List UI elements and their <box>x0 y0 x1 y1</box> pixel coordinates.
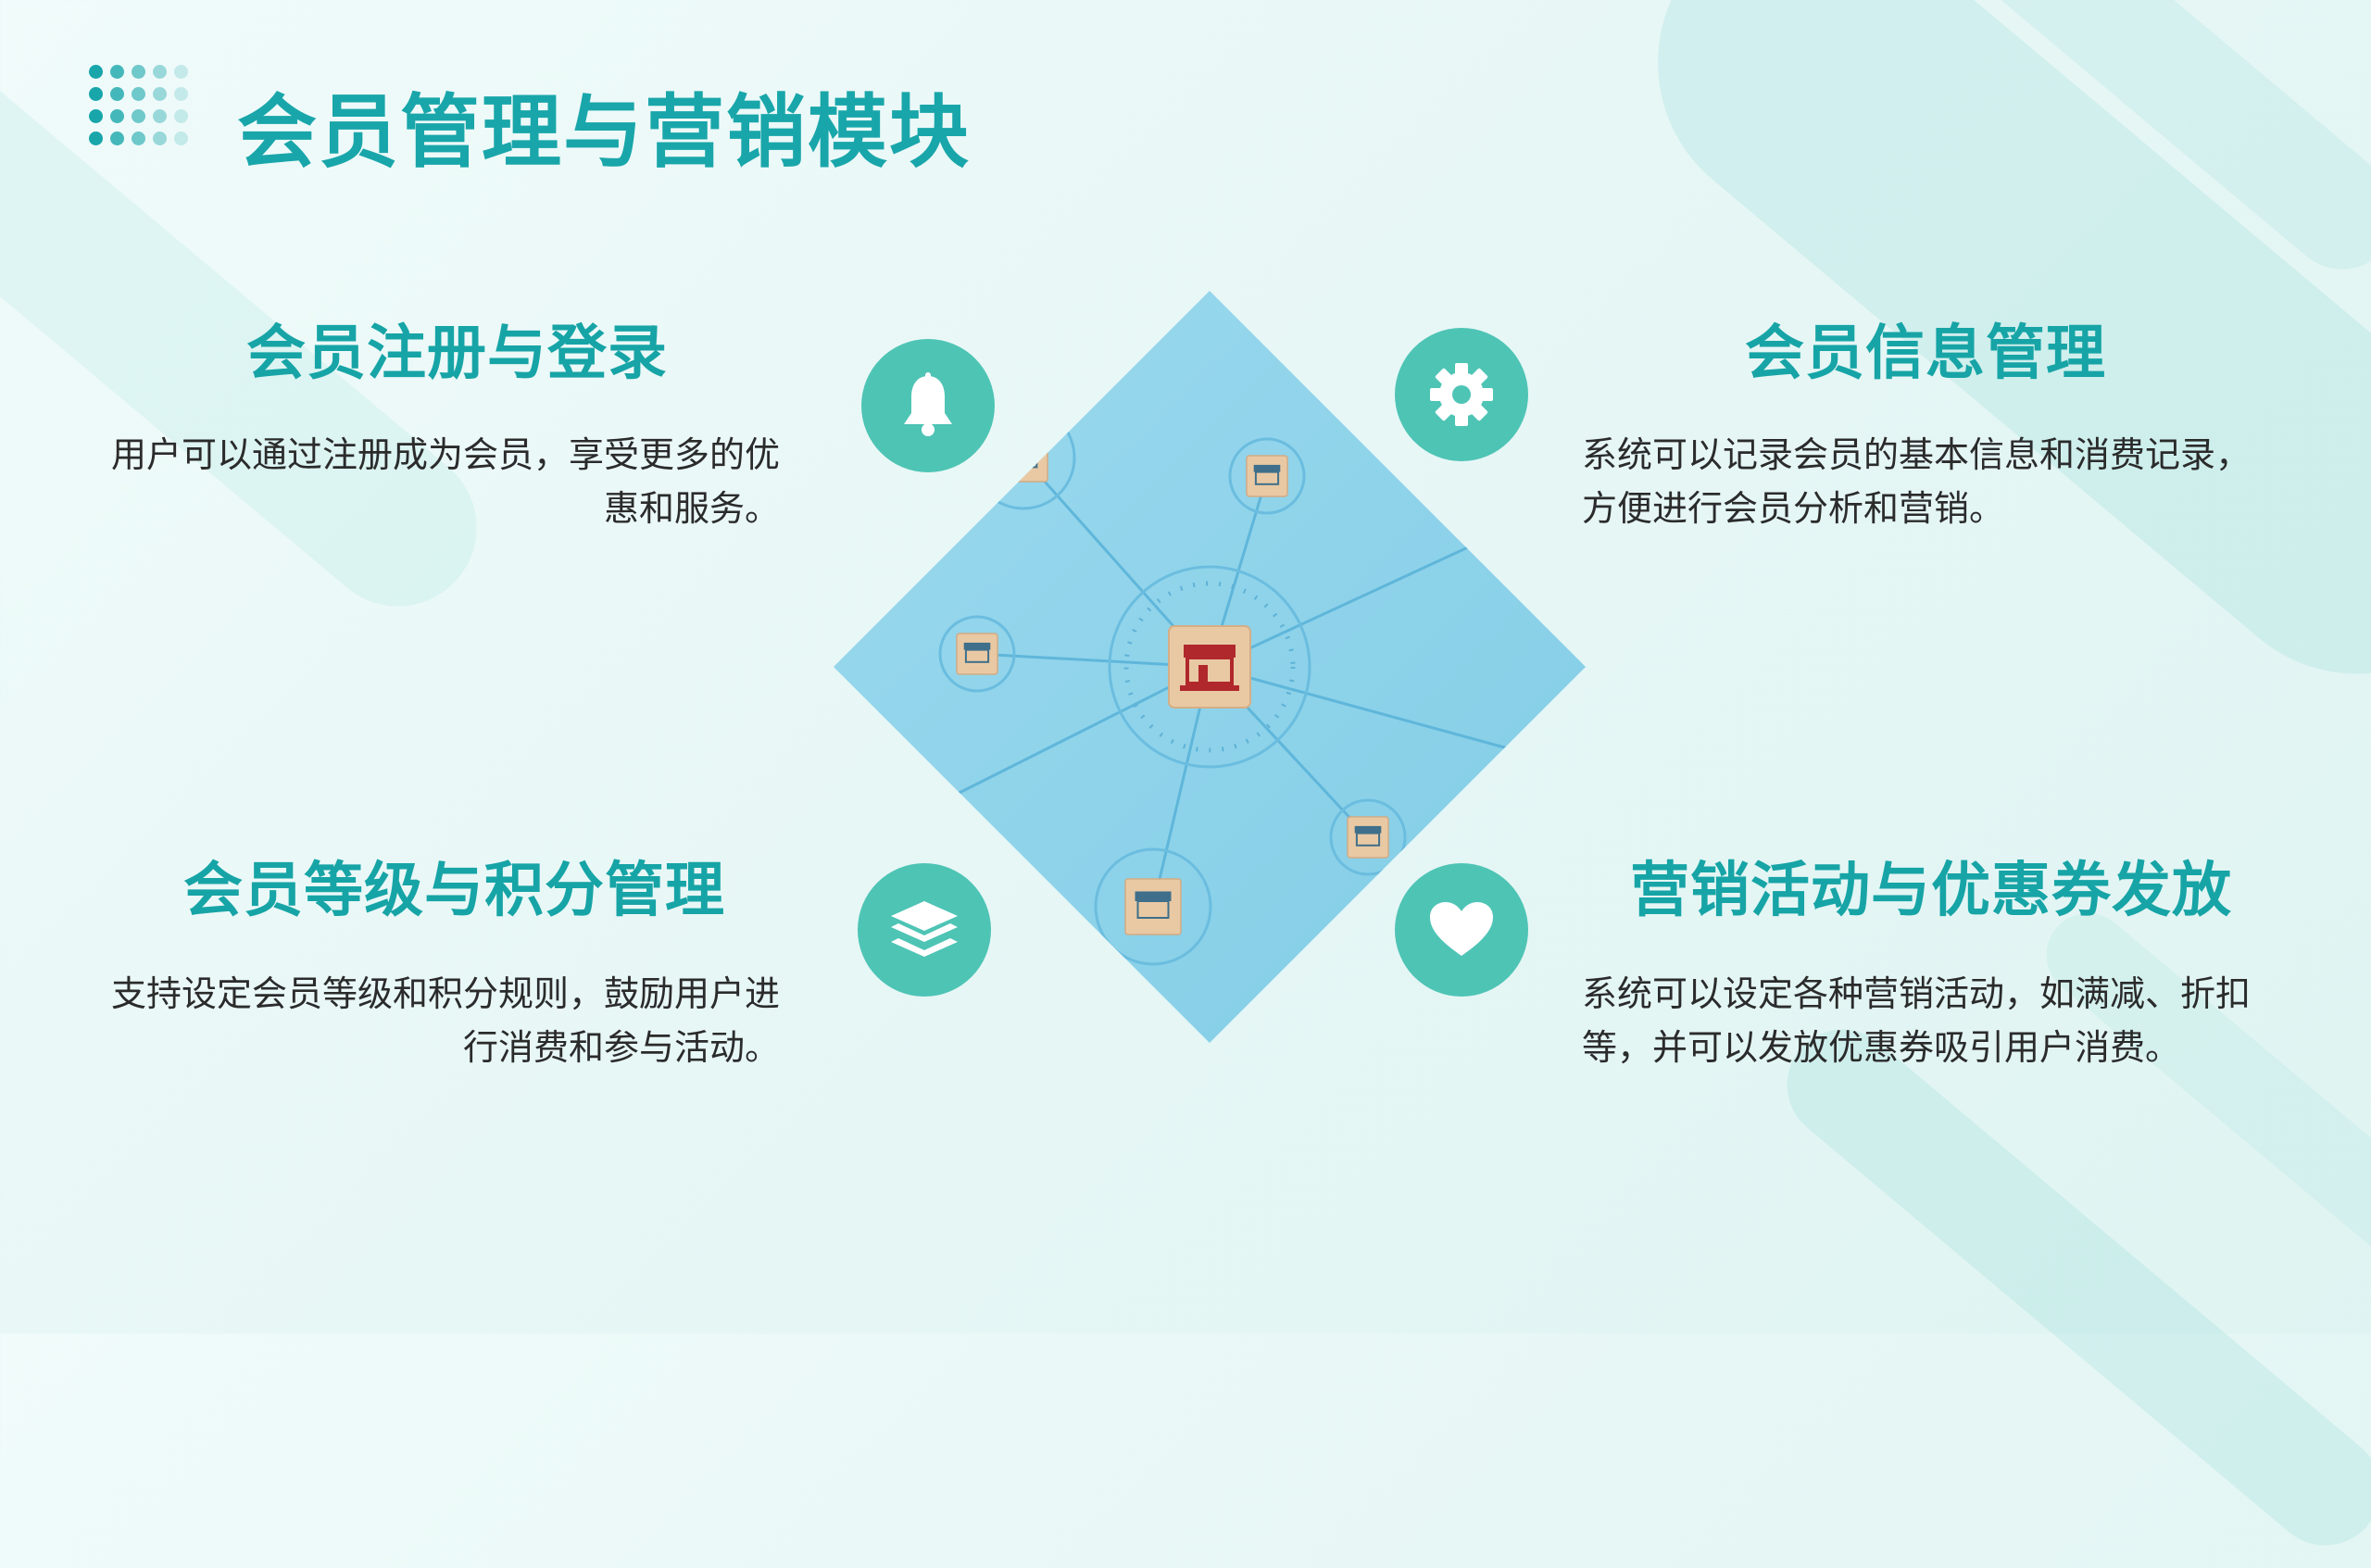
section-title-member-info: 会员信息管理 <box>1745 320 2106 388</box>
section-title-registration: 会员注册与登录 <box>246 320 668 388</box>
section-text-line: 等，并可以发放优惠券吸引用户消费。 <box>1582 1027 2181 1068</box>
dot-grid-decoration <box>89 65 193 154</box>
section-text-line: 系统可以设定各种营销活动，如满减、折扣 <box>1582 973 2252 1014</box>
heart-icon-circle <box>1395 863 1528 997</box>
layers-icon-circle <box>858 863 991 997</box>
decor-dot <box>153 87 167 101</box>
section-text-line: 系统可以记录会员的基本信息和消费记录， <box>1582 434 2252 475</box>
decor-dot <box>174 65 188 79</box>
decor-dot <box>132 87 145 101</box>
page-title: 会员管理与营销模块 <box>237 86 971 179</box>
layers-icon <box>891 901 958 957</box>
heart-icon <box>1430 902 1493 956</box>
decor-dot <box>110 132 124 145</box>
section-text-registration: 用户可以通过注册成为会员，享受更多的优 惠和服务。 <box>65 428 780 535</box>
decor-dot <box>132 132 145 145</box>
gear-icon-circle <box>1395 328 1528 461</box>
decor-dot <box>153 65 167 79</box>
store-cube-small <box>956 633 998 675</box>
store-cube-small <box>1246 455 1288 497</box>
gear-icon <box>1430 363 1493 426</box>
section-text-member-info: 系统可以记录会员的基本信息和消费记录， 方便进行会员分析和营销。 <box>1582 428 2323 535</box>
section-text-line: 惠和服务。 <box>603 488 780 529</box>
decor-dot <box>153 109 167 123</box>
decor-dot <box>89 87 103 101</box>
decor-dot <box>110 87 124 101</box>
bell-icon <box>904 372 952 436</box>
section-text-level-points: 支持设定会员等级和积分规则，鼓励用户进 行消费和参与活动。 <box>65 967 780 1074</box>
decor-dot <box>174 132 188 145</box>
section-title-marketing: 营销活动与优惠券发放 <box>1630 857 2232 925</box>
decor-dot <box>89 109 103 123</box>
decor-dot <box>110 65 124 79</box>
bell-icon-circle <box>861 339 995 472</box>
decor-dot <box>89 65 103 79</box>
section-text-line: 方便进行会员分析和营销。 <box>1582 488 2005 529</box>
store-cube-small <box>1124 878 1182 935</box>
decor-dot <box>132 109 145 123</box>
network-diagram-image <box>834 291 1586 1043</box>
section-text-marketing: 系统可以设定各种营销活动，如满减、折扣 等，并可以发放优惠券吸引用户消费。 <box>1582 967 2323 1074</box>
decor-dot <box>174 109 188 123</box>
decor-dot <box>89 132 103 145</box>
decor-dot <box>110 109 124 123</box>
store-cube-center <box>1168 625 1251 709</box>
section-text-line: 支持设定会员等级和积分规则，鼓励用户进 <box>110 973 780 1014</box>
decor-dot <box>132 65 145 79</box>
store-cube-small <box>1347 816 1389 859</box>
section-text-line: 行消费和参与活动。 <box>462 1027 780 1068</box>
decor-dot <box>174 87 188 101</box>
store-cube-small <box>998 433 1048 483</box>
section-title-level-points: 会员等级与积分管理 <box>183 857 725 925</box>
section-text-line: 用户可以通过注册成为会员，享受更多的优 <box>110 434 780 475</box>
decor-dot <box>153 132 167 145</box>
